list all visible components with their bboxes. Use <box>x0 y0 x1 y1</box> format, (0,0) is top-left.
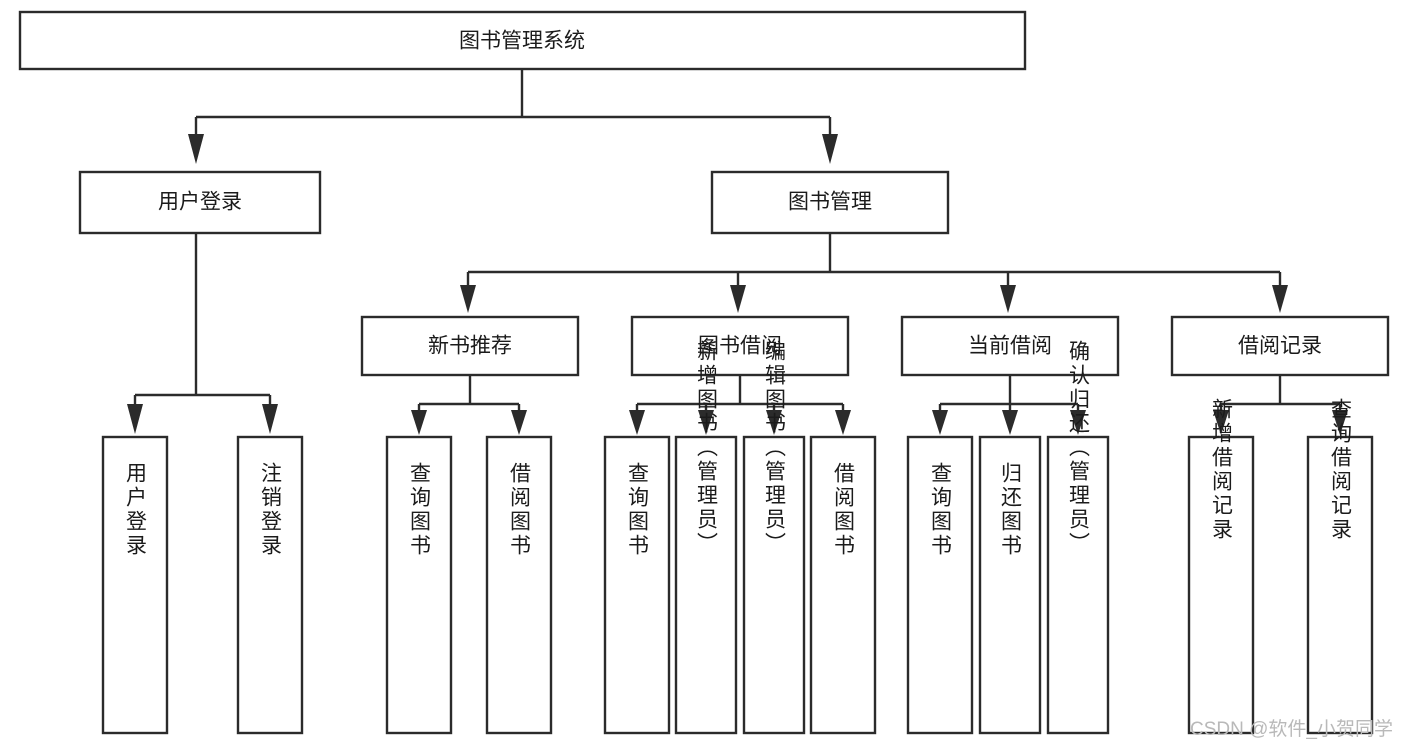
node-box <box>742 435 806 735</box>
arrow-head-icon <box>730 285 746 313</box>
arrow-head-icon <box>629 410 645 435</box>
node-leaf-query-book-3[interactable]: 查询图书 <box>906 435 974 735</box>
node-leaf-query-book-2[interactable]: 查询图书 <box>603 435 671 735</box>
node-box <box>18 10 1027 71</box>
node-current-borrow[interactable]: 当前借阅 <box>900 315 1120 377</box>
node-label: 新增借阅记录 <box>1210 398 1234 542</box>
node-box <box>485 435 553 735</box>
arrow-head-icon <box>262 404 278 434</box>
node-label: 查询图书 <box>929 462 953 558</box>
node-leaf-query-record[interactable]: 查询借阅记录 <box>1306 398 1374 735</box>
node-label: 归还图书 <box>999 462 1023 558</box>
node-new-book-recommend[interactable]: 新书推荐 <box>360 315 580 377</box>
node-box <box>906 435 974 735</box>
node-user-login[interactable]: 用户登录 <box>78 170 322 235</box>
node-box <box>809 435 877 735</box>
arrow-head-icon <box>1332 410 1348 435</box>
node-label: 借阅图书 <box>832 462 856 558</box>
node-leaf-logout-login[interactable]: 注销登录 <box>236 435 304 735</box>
node-leaf-return-book[interactable]: 归还图书 <box>978 435 1042 735</box>
node-label: 图书管理系统 <box>459 30 585 53</box>
connector-current-borrow-to-leaves <box>932 376 1086 435</box>
node-box <box>978 435 1042 735</box>
node-label: 借阅记录 <box>1238 335 1322 358</box>
node-box <box>236 435 304 735</box>
arrow-head-icon <box>1070 410 1086 435</box>
node-label: 图书管理 <box>788 191 872 214</box>
node-leaf-add-record[interactable]: 新增借阅记录 <box>1187 398 1255 735</box>
arrow-head-icon <box>188 134 204 164</box>
node-label: 编辑图书（管理员） <box>763 340 787 556</box>
node-label: 当前借阅 <box>968 335 1052 358</box>
arrow-head-icon <box>932 410 948 435</box>
node-box <box>900 315 1120 377</box>
node-leaf-edit-book[interactable]: 编辑图书（管理员） <box>742 340 806 735</box>
node-book-management[interactable]: 图书管理 <box>710 170 950 235</box>
arrow-head-icon <box>511 410 527 435</box>
connector-new-book-recommend-to-leaves <box>411 376 527 435</box>
node-box <box>360 315 580 377</box>
arrow-head-icon <box>1002 410 1018 435</box>
connector-borrow-record-to-leaves <box>1213 376 1348 435</box>
node-label: 查询图书 <box>408 462 432 558</box>
node-box <box>630 315 850 377</box>
node-box <box>385 435 453 735</box>
arrow-head-icon <box>698 410 714 435</box>
arrow-head-icon <box>411 410 427 435</box>
node-box <box>710 170 950 235</box>
node-box <box>78 170 322 235</box>
node-box <box>674 435 738 735</box>
node-box <box>101 435 169 735</box>
node-leaf-query-book-1[interactable]: 查询图书 <box>385 435 453 735</box>
node-label: 新增图书（管理员） <box>695 340 719 556</box>
arrow-head-icon <box>1213 410 1229 435</box>
node-label: 图书借阅 <box>698 335 782 358</box>
node-system-title[interactable]: 图书管理系统 <box>18 10 1027 71</box>
node-label: 借阅图书 <box>508 462 532 558</box>
arrow-head-icon <box>1000 285 1016 313</box>
arrow-head-icon <box>835 410 851 435</box>
node-box <box>603 435 671 735</box>
arrow-head-icon <box>127 404 143 434</box>
node-box <box>1306 435 1374 735</box>
node-leaf-user-login[interactable]: 用户登录 <box>101 435 169 735</box>
arrow-head-icon <box>1272 285 1288 313</box>
node-label: 用户登录 <box>124 462 148 558</box>
connector-book-management-to-level3 <box>460 233 1288 313</box>
node-box <box>1187 435 1255 735</box>
node-label: 查询借阅记录 <box>1329 398 1353 542</box>
node-label: 确认归还（管理员） <box>1067 340 1091 556</box>
connector-user-login-to-leaves <box>127 233 278 434</box>
node-label: 新书推荐 <box>428 335 512 358</box>
connector-root-to-level2 <box>188 69 838 164</box>
node-leaf-borrow-book-2[interactable]: 借阅图书 <box>809 435 877 735</box>
node-book-borrow[interactable]: 图书借阅 <box>630 315 850 377</box>
node-label: 查询图书 <box>626 462 650 558</box>
node-leaf-confirm-return[interactable]: 确认归还（管理员） <box>1046 340 1110 735</box>
node-leaf-add-book[interactable]: 新增图书（管理员） <box>674 340 738 735</box>
connector-book-borrow-to-leaves <box>629 376 851 435</box>
node-label: 用户登录 <box>158 191 242 214</box>
arrow-head-icon <box>822 134 838 164</box>
node-box <box>1046 435 1110 735</box>
node-box <box>1170 315 1390 377</box>
arrow-head-icon <box>766 410 782 435</box>
node-label: 注销登录 <box>259 462 283 558</box>
node-borrow-record[interactable]: 借阅记录 <box>1170 315 1390 377</box>
node-leaf-borrow-book-1[interactable]: 借阅图书 <box>485 435 553 735</box>
arrow-head-icon <box>460 285 476 313</box>
